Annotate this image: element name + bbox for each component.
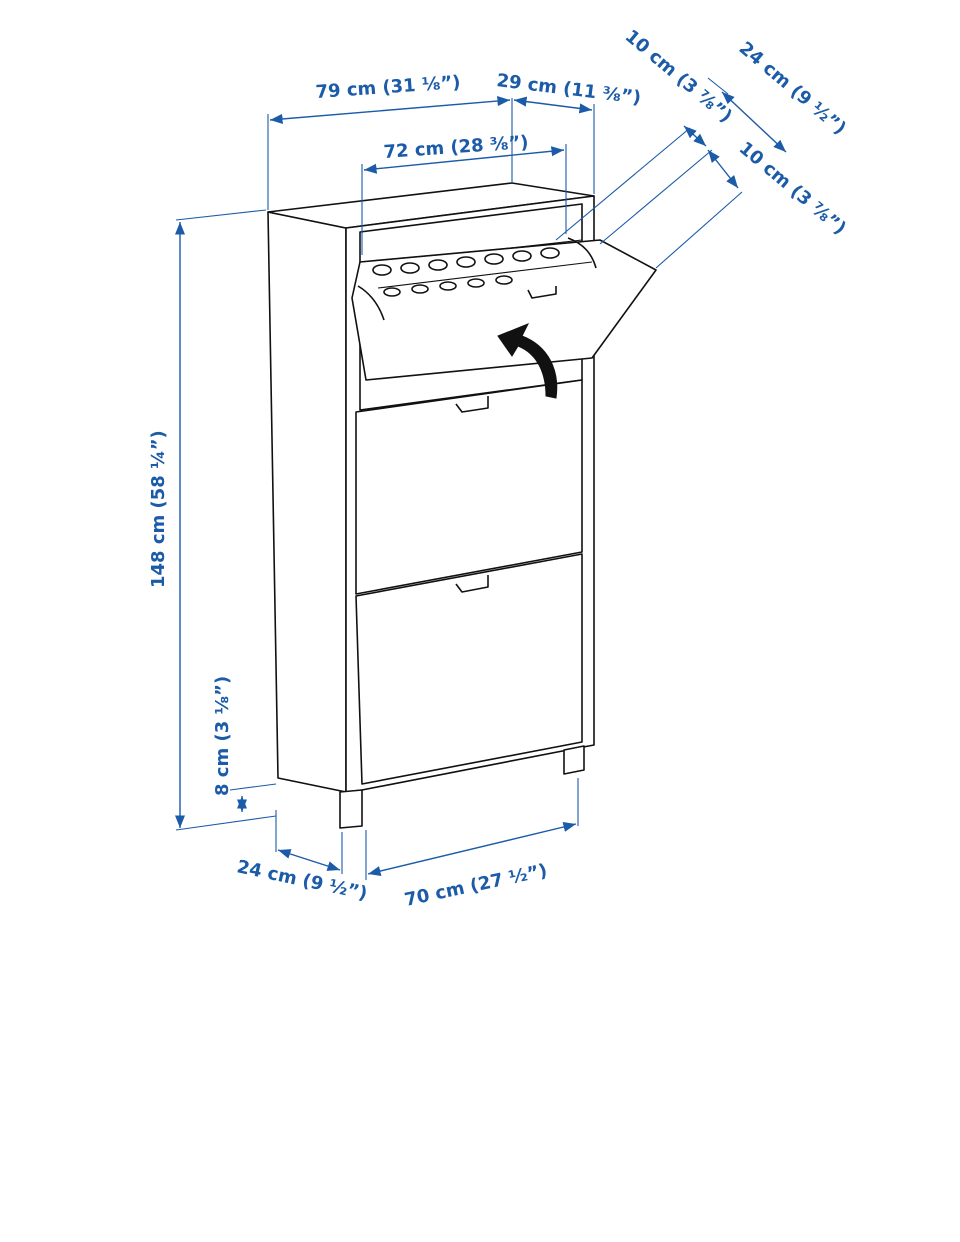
open-flap-rail [377, 261, 593, 289]
dim-width-bottom: 70 cm (27 ½”) [403, 860, 549, 911]
dim-flap-depth-side: 10 cm (3 ⅞”) [735, 138, 850, 239]
bottom-flap-handle [455, 575, 489, 593]
dim-flap-depth-top: 10 cm (3 ⅞”) [621, 26, 736, 127]
dim-depth-bottom: 24 cm (9 ½”) [235, 856, 369, 904]
open-flap-panel [351, 239, 657, 381]
dim-depth-open: 29 cm (11 ⅜”) [495, 70, 642, 109]
right-hinge [567, 237, 597, 269]
bottom-flap-front [355, 553, 583, 785]
dim-width-total: 79 cm (31 ⅛”) [315, 72, 461, 103]
front-right-leg [563, 745, 585, 775]
dimension-lines [174, 77, 787, 880]
dim-height-total: 148 cm (58 ¼”) [148, 430, 169, 588]
cabinet-drawing [267, 182, 657, 829]
middle-flap-handle [455, 396, 489, 413]
dim-leg-height: 8 cm (3 ⅛”) [212, 676, 233, 796]
dim-depth-top: 24 cm (9 ½”) [735, 38, 850, 139]
shoe-rack-holes [372, 247, 560, 297]
cabinet-side-panel [267, 211, 347, 793]
open-flap-handle [527, 286, 557, 299]
front-left-leg [339, 789, 363, 829]
middle-flap-front [355, 379, 583, 595]
open-flap-arrow-icon [497, 323, 558, 399]
left-hinge [357, 285, 385, 321]
dim-inner-width: 72 cm (28 ⅜”) [383, 132, 529, 163]
open-flap-inner-edge [359, 239, 601, 263]
